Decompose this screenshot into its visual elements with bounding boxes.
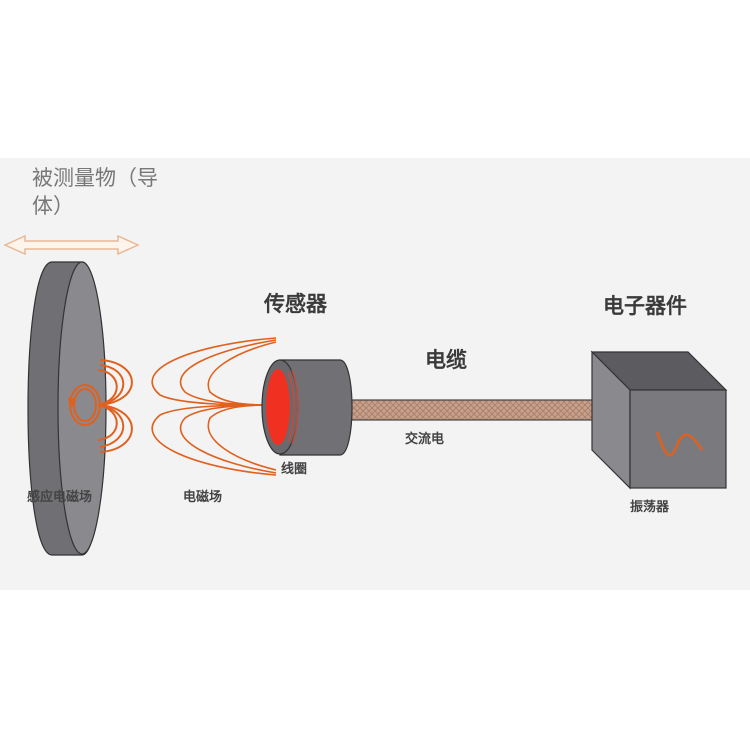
em-field-lines — [151, 337, 277, 476]
electronics-label: 电子器件 — [603, 294, 687, 318]
induced-field-lines — [67, 359, 133, 453]
movement-double-arrow — [3, 234, 140, 256]
cable — [344, 399, 609, 421]
target-label-line2: 体） — [32, 194, 74, 218]
coil — [266, 369, 290, 445]
sensor-label: 传感器 — [264, 292, 327, 316]
oscillator-label: 振荡器 — [630, 500, 670, 515]
coil-label: 线圈 — [281, 462, 308, 477]
em-field-label: 电磁场 — [183, 490, 223, 505]
target-label-line1: 被测量物（导 — [32, 166, 158, 190]
ac-label: 交流电 — [405, 432, 445, 447]
electronics-box — [590, 350, 728, 490]
oscillator-wave-icon — [655, 431, 704, 457]
cable-label: 电缆 — [425, 348, 467, 372]
target-conductor-disk — [27, 261, 107, 556]
induced-field-label: 感应电磁场 — [27, 490, 93, 505]
sensor-probe — [261, 359, 353, 456]
